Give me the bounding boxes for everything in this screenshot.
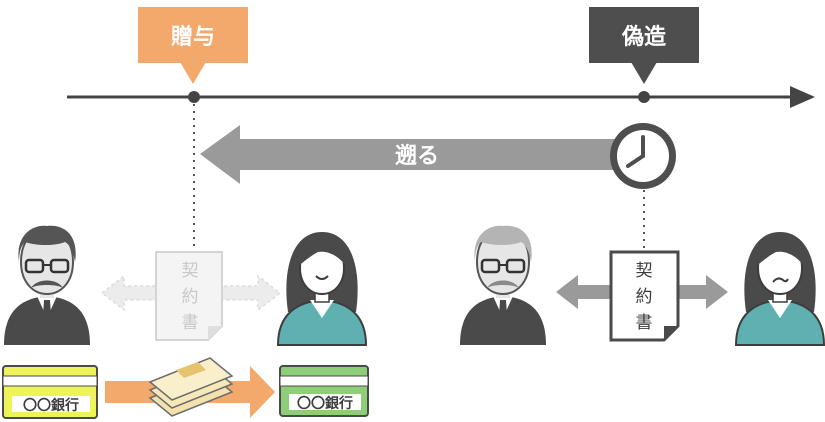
giver-bank-card: 〇〇銀行 — [2, 365, 98, 419]
gift-label-pointer — [180, 62, 206, 84]
elder-forger-avatar — [460, 225, 546, 345]
forgery-label: 偽造 — [589, 7, 699, 63]
forgery-woman-avatar — [734, 232, 825, 346]
backdate-label: 遡る — [395, 143, 439, 169]
giver-bank-label: 〇〇銀行 — [23, 397, 79, 414]
timeline — [67, 86, 815, 108]
gift-label: 贈与 — [138, 7, 248, 63]
timeline-arrowhead — [790, 86, 815, 108]
forged-contract-char-2: 約 — [636, 287, 653, 307]
gift-time-marker — [188, 91, 200, 103]
gift-contract-char-1: 契 — [182, 261, 199, 281]
forged-contract-char-1: 契 — [636, 261, 653, 281]
gift-contract-document-icon: 契 約 書 — [155, 251, 223, 341]
elder-giver-avatar — [4, 225, 90, 345]
backdate-arrow: 遡る — [200, 125, 630, 184]
forged-contract-document-icon: 契 約 書 — [609, 250, 680, 342]
recipient-bank-card: 〇〇銀行 — [279, 365, 369, 417]
recipient-bank-label: 〇〇銀行 — [297, 395, 353, 412]
gift-contract-char-3: 書 — [182, 313, 199, 333]
forgery-label-pointer — [631, 62, 657, 84]
banknote-stack-icon — [148, 357, 234, 417]
gift-contract-char-2: 約 — [182, 287, 199, 307]
forgery-time-marker — [638, 91, 650, 103]
recipient-woman-avatar — [276, 232, 368, 346]
forged-contract-char-3: 書 — [636, 313, 653, 333]
clock-icon — [610, 123, 676, 189]
